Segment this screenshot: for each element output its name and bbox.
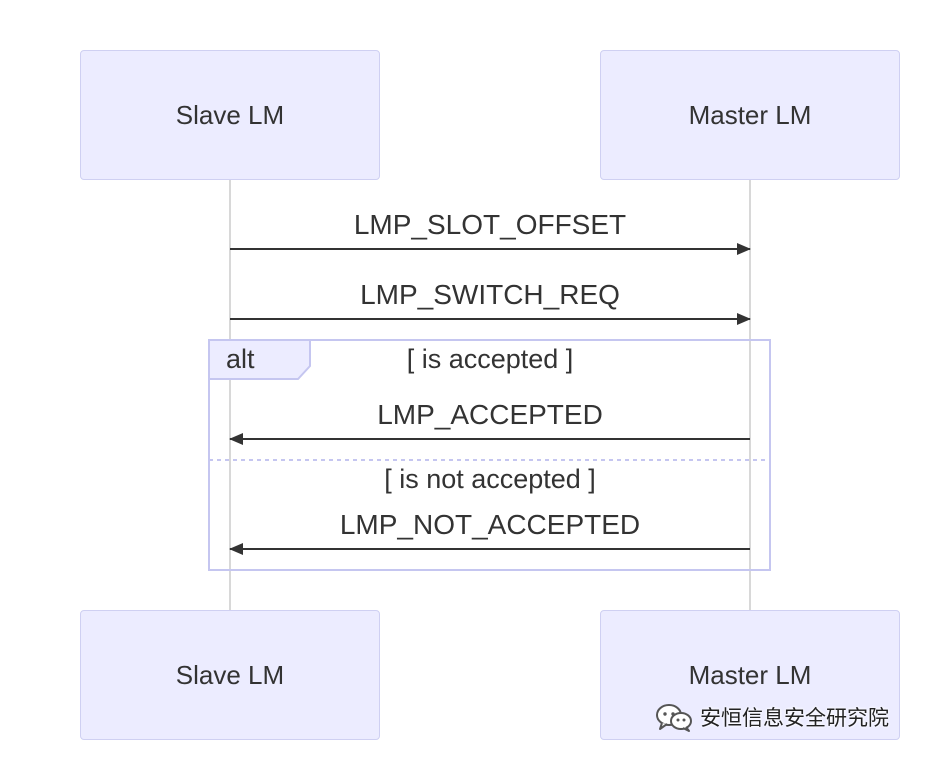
participant-label: Slave LM	[175, 659, 285, 690]
alt-frame	[208, 339, 771, 571]
alt-tag-box	[208, 339, 311, 380]
message-label-lmp-not-accepted: LMP_NOT_ACCEPTED	[339, 509, 641, 540]
message-label-lmp-accepted: LMP_ACCEPTED	[377, 399, 603, 430]
watermark-text: 安恒信息安全研究院	[700, 706, 889, 730]
participant-label: Master LM	[688, 659, 812, 690]
alt-condition-accepted: [ is accepted ]	[406, 344, 574, 374]
wechat-icon	[654, 702, 694, 732]
participant-master-lm-top: Master LM	[600, 50, 900, 180]
participant-label: Slave LM	[175, 99, 285, 130]
message-label-lmp-switch-req: LMP_SWITCH_REQ	[360, 279, 620, 310]
watermark: 安恒信息安全研究院	[654, 702, 889, 732]
participant-master-lm-bottom: Master LM	[600, 610, 900, 740]
message-label-lmp-slot-offset: LMP_SLOT_OFFSET	[353, 209, 627, 240]
participant-slave-lm-top: Slave LM	[80, 50, 380, 180]
participant-slave-lm-bottom: Slave LM	[80, 610, 380, 740]
alt-condition-not-accepted: [ is not accepted ]	[384, 464, 596, 494]
alt-tag-label: alt	[226, 344, 255, 374]
participant-label: Master LM	[688, 99, 812, 130]
